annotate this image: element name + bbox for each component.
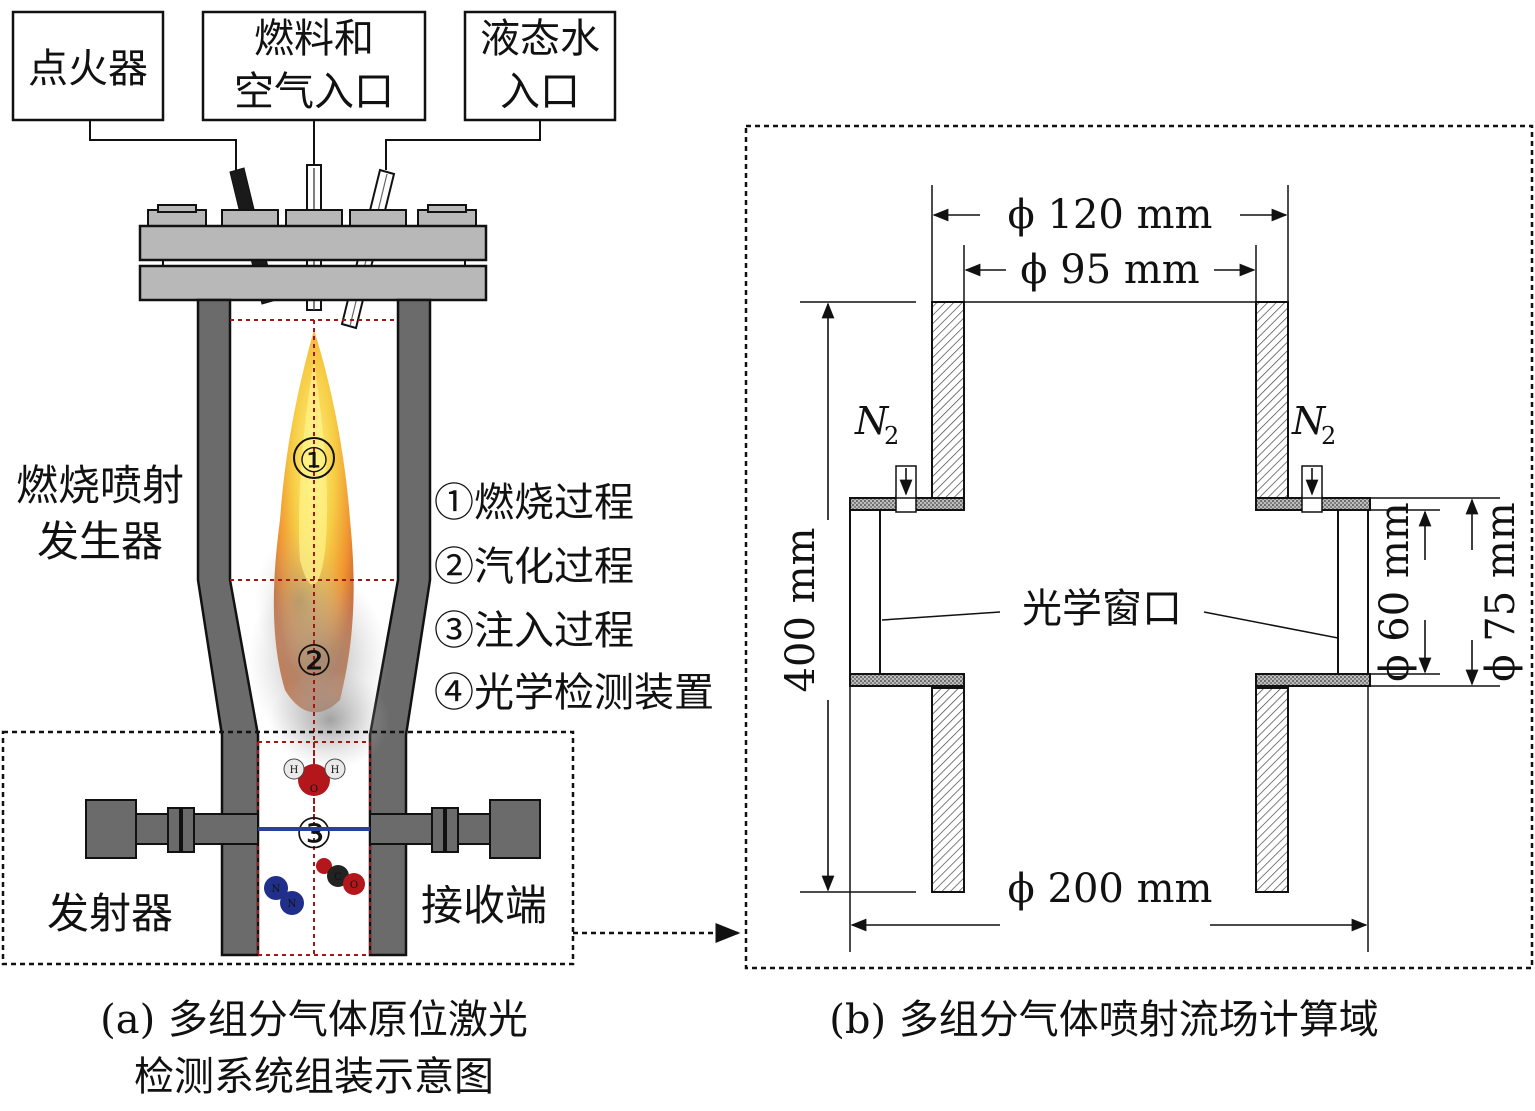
outline-lines <box>800 185 1500 952</box>
window-left <box>849 509 881 675</box>
marker-2: ② <box>295 636 333 685</box>
n2-label-left: N 2 <box>854 399 899 450</box>
svg-text:2: 2 <box>1321 422 1336 450</box>
water-label-2: 入口 <box>500 69 580 115</box>
water-connector <box>385 120 541 170</box>
svg-text:H: H <box>331 765 340 776</box>
dim-d60: ϕ 60 mm <box>1372 502 1418 681</box>
receiver <box>369 799 541 859</box>
legend-item-4: ④光学检测装置 <box>434 670 714 716</box>
detection-box <box>1 730 575 966</box>
top-flange <box>138 224 488 262</box>
dim-d95: ϕ 95 mm <box>1020 247 1199 293</box>
svg-text:③: ③ <box>295 809 333 858</box>
optical-leader-left <box>881 611 1001 621</box>
domain-box <box>744 124 1534 970</box>
svg-text:2: 2 <box>884 422 899 450</box>
fuel-air-label-2: 空气入口 <box>234 69 394 115</box>
optical-leader-right <box>1203 611 1339 639</box>
receiver-label: 接收端 <box>421 881 547 930</box>
dim-d75: ϕ 75 mm <box>1478 502 1524 681</box>
svg-text:N: N <box>1291 399 1327 443</box>
co-molecule: C O <box>316 858 365 895</box>
svg-text:O: O <box>310 784 318 795</box>
svg-text:①: ① <box>299 441 329 481</box>
fuel-air-box: 燃料和 空气入口 <box>201 10 427 122</box>
svg-text:N: N <box>288 899 297 910</box>
window-right <box>1337 509 1369 675</box>
marker-1: ① <box>293 437 335 481</box>
legend-item-2: ②汽化过程 <box>434 544 634 590</box>
igniter-label: 点火器 <box>28 46 148 92</box>
water-label-1: 液态水 <box>480 16 600 62</box>
bottom-flange <box>138 264 488 302</box>
water-box: 液态水 入口 <box>463 10 617 122</box>
igniter-box: 点火器 <box>11 10 165 122</box>
optical-window-label: 光学窗口 <box>1022 586 1182 632</box>
process-legend: ①燃烧过程 ②汽化过程 ③注入过程 ④光学检测装置 <box>434 480 714 716</box>
svg-text:C: C <box>334 872 342 883</box>
legend-item-3: ③注入过程 <box>434 608 634 654</box>
svg-text:H: H <box>290 765 299 776</box>
caption-a-line-2: 检测系统组装示意图 <box>134 1054 494 1100</box>
n2-molecule: N N <box>264 876 304 915</box>
fuel-air-label-1: 燃料和 <box>254 16 374 62</box>
flame <box>248 330 390 770</box>
emitter-label: 发射器 <box>47 889 173 938</box>
emitter <box>85 799 259 859</box>
dimension-arrows <box>821 208 1479 932</box>
generator-label-2: 发生器 <box>37 517 163 566</box>
n2-label-right: N 2 <box>1291 399 1336 450</box>
right-wall <box>368 298 432 957</box>
left-wall <box>196 298 260 957</box>
marker-3: ③ <box>295 809 333 858</box>
caption-a-line-1: (a) 多组分气体原位激光 <box>100 997 528 1043</box>
dim-d120: ϕ 120 mm <box>1008 192 1213 238</box>
panel-b: ϕ 120 mm ϕ 95 mm ϕ 200 mm 400 mm ϕ 60 mm… <box>744 124 1534 1043</box>
svg-text:N: N <box>272 884 281 895</box>
water-molecule: H O H <box>283 758 346 796</box>
svg-text:N: N <box>854 399 890 443</box>
igniter-connector <box>89 120 237 170</box>
panel-a: 点火器 燃料和 空气入口 液态水 入口 <box>1 10 714 1100</box>
caption-b: (b) 多组分气体喷射流场计算域 <box>829 997 1379 1043</box>
dim-d200: ϕ 200 mm <box>1008 866 1213 912</box>
generator-label-1: 燃烧喷射 <box>16 461 184 510</box>
legend-item-1: ①燃烧过程 <box>434 480 634 526</box>
svg-text:O: O <box>350 880 358 891</box>
svg-text:②: ② <box>295 636 333 685</box>
dim-400: 400 mm <box>778 528 824 693</box>
